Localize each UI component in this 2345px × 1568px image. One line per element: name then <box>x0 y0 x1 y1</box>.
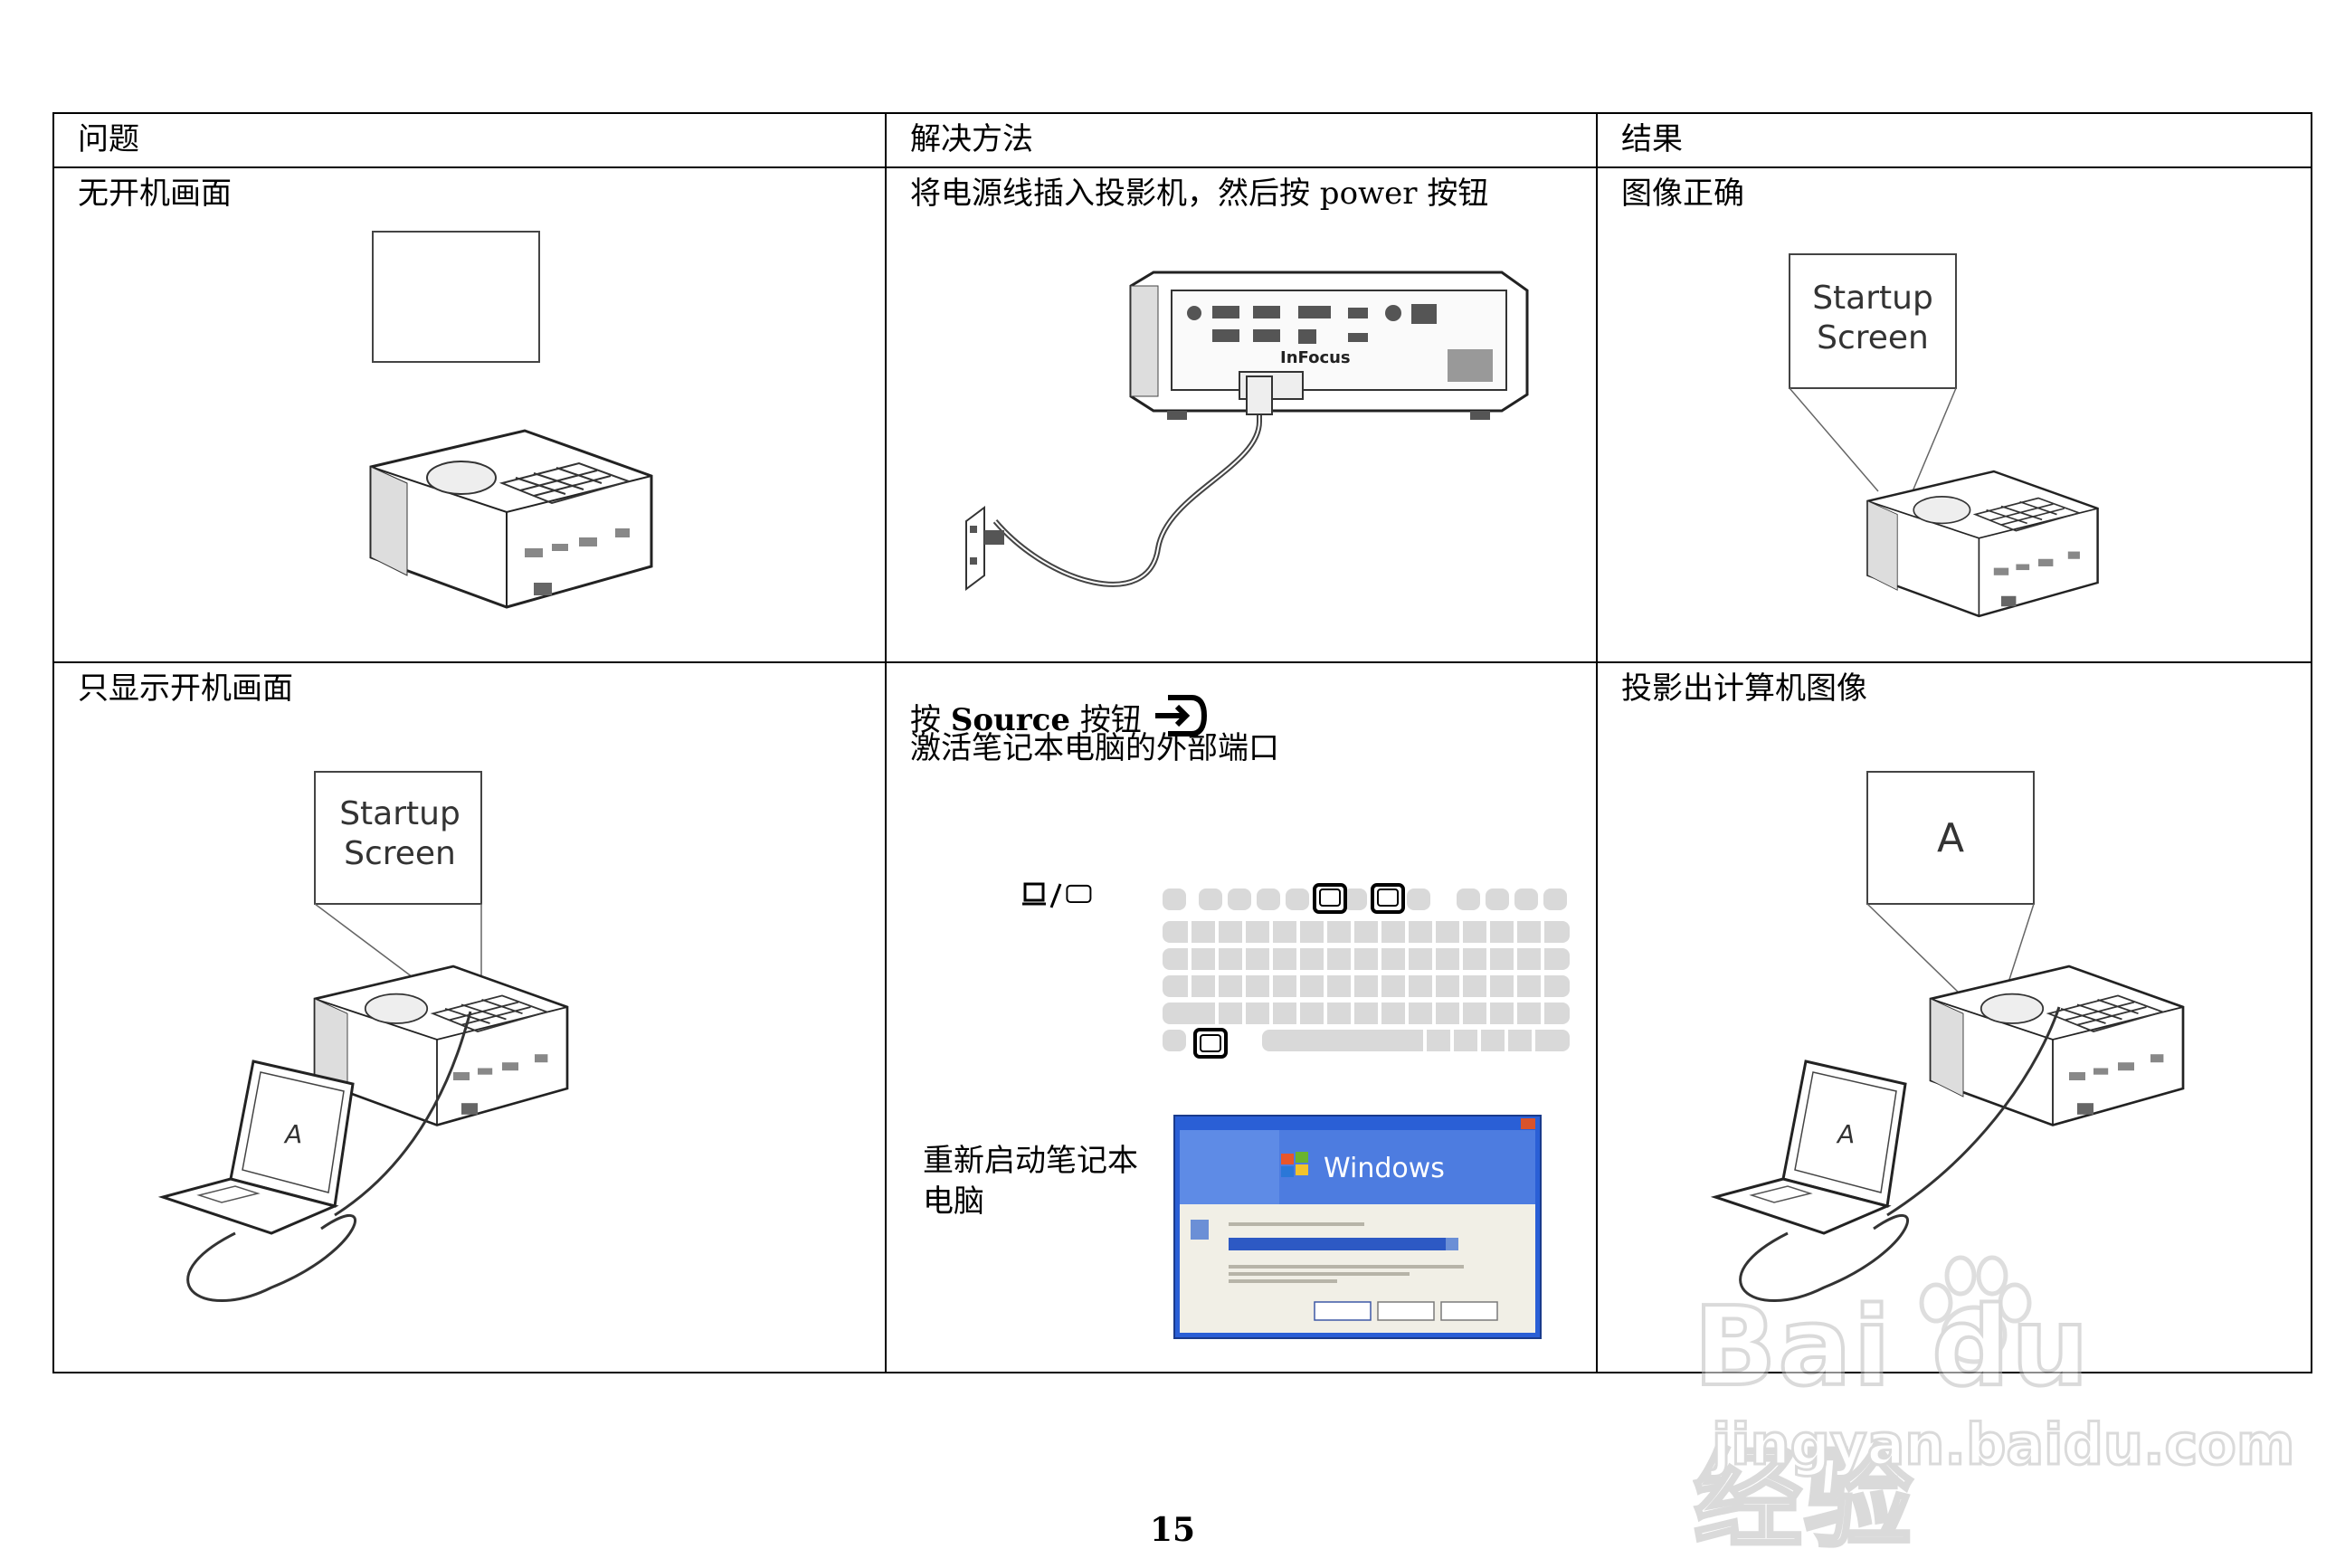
projected-letter: A <box>1937 815 1964 861</box>
laptop-letter: A <box>1836 1119 1855 1149</box>
restart-line1: 重新启动笔记本 <box>923 1143 1138 1179</box>
keyboard-keys <box>1163 889 1570 1051</box>
table-row: 无开机画面 将电源线插入 <box>52 166 2312 663</box>
help-button[interactable] <box>1440 1301 1498 1321</box>
close-icon <box>1521 1118 1535 1129</box>
watermark-brand: Bai du 经验 <box>1692 1283 2091 1564</box>
cancel-button[interactable] <box>1377 1301 1435 1321</box>
startup-only-illustration: Startup Screen <box>157 771 569 1302</box>
row2-result-cell: 投影出计算机图像 A <box>1596 661 2312 1373</box>
laptop-letter: A <box>283 1119 302 1149</box>
restart-line2: 电脑 <box>923 1183 984 1220</box>
projector-icon <box>1866 470 2099 618</box>
troubleshooting-table: 问题 解决方法 结果 无开机画面 <box>52 112 2312 1373</box>
f-key-left <box>1313 883 1347 914</box>
projector-icon <box>369 429 653 609</box>
row1-result-cell: 图像正确 Startup Screen <box>1596 166 2312 663</box>
windows-shutdown-dialog: Windows <box>1173 1115 1542 1339</box>
row2-solution-cell: 按 Source 按钮 激活笔记本电脑的外部端口 <box>885 661 1598 1373</box>
power-cord <box>992 385 1262 587</box>
watermark-url: jingyan.baidu.com <box>1710 1411 2295 1479</box>
header-result-cell: 结果 <box>1596 112 2312 168</box>
projected-screen <box>1789 253 1957 389</box>
header-row: 问题 解决方法 结果 <box>52 112 2312 168</box>
row2-solution-line1: 按 Source 按钮 <box>910 692 1208 739</box>
computer-icon <box>1191 1220 1209 1240</box>
row2-result-text: 投影出计算机图像 <box>1621 670 1867 707</box>
laptop-icon: A <box>157 1060 355 1235</box>
projected-screen <box>1866 771 2035 905</box>
laptop-monitor-toggle-icon <box>1022 882 1092 908</box>
row1-solution-text: 将电源线插入投影机，然后按 power 按钮 <box>910 176 1489 212</box>
startup-screen-projection: Startup Screen <box>1789 253 2099 618</box>
row1-problem-cell: 无开机画面 <box>52 166 887 663</box>
paw-icon <box>1919 1255 2032 1364</box>
header-solution-cell: 解决方法 <box>885 112 1598 168</box>
ok-button[interactable] <box>1314 1301 1372 1321</box>
source-label: Source <box>950 702 1071 738</box>
projected-screen <box>314 771 482 905</box>
row2-solution-line2: 激活笔记本电脑的外部端口 <box>910 730 1279 766</box>
fn-key <box>1193 1028 1228 1059</box>
screen-label: Screen <box>344 835 456 872</box>
shutdown-option-select[interactable] <box>1229 1238 1446 1250</box>
button-label: 按钮 <box>1079 702 1142 738</box>
page-number: 15 <box>1149 1511 1196 1549</box>
windows-logo-text: Windows <box>1324 1153 1445 1184</box>
f-key-right <box>1371 883 1405 914</box>
chevron-down-icon[interactable] <box>1446 1238 1458 1250</box>
projector-icon <box>1929 965 2185 1126</box>
computer-image-projection: A A <box>1710 771 2185 1302</box>
row2-problem-text: 只显示开机画面 <box>78 670 293 707</box>
projector-rear-icon: InFocus <box>1129 271 1529 420</box>
header-result: 结果 <box>1621 121 1683 157</box>
row1-solution-cell: 将电源线插入投影机，然后按 power 按钮 InFocus <box>885 166 1598 663</box>
baidu-watermark: Bai du 经验 jingyan.baidu.com <box>1692 1249 2296 1564</box>
keyboard-illustration <box>1163 883 1570 1059</box>
row1-problem-text: 无开机画面 <box>78 176 232 212</box>
projector-icon <box>313 965 569 1126</box>
screen-label: Screen <box>1817 319 1929 356</box>
table-row: 只显示开机画面 Startup Screen <box>52 661 2312 1373</box>
startup-label: Startup <box>1812 280 1933 317</box>
header-solution: 解决方法 <box>910 121 1033 157</box>
startup-label: Startup <box>339 795 460 832</box>
power-cord-illustration: InFocus <box>965 271 1529 591</box>
windows-flag-icon <box>1281 1152 1308 1177</box>
row2-problem-cell: 只显示开机画面 Startup Screen <box>52 661 887 1373</box>
wall-outlet <box>965 506 1004 591</box>
row1-result-text: 图像正确 <box>1621 176 1744 212</box>
header-problem-cell: 问题 <box>52 112 887 168</box>
press-label: 按 <box>910 702 941 738</box>
brand-label: InFocus <box>1280 348 1351 367</box>
source-icon <box>1154 695 1207 736</box>
laptop-icon: A <box>1710 1060 1907 1235</box>
blank-screen-illustration <box>369 231 653 609</box>
header-problem: 问题 <box>78 121 139 157</box>
blank-screen <box>372 231 540 363</box>
